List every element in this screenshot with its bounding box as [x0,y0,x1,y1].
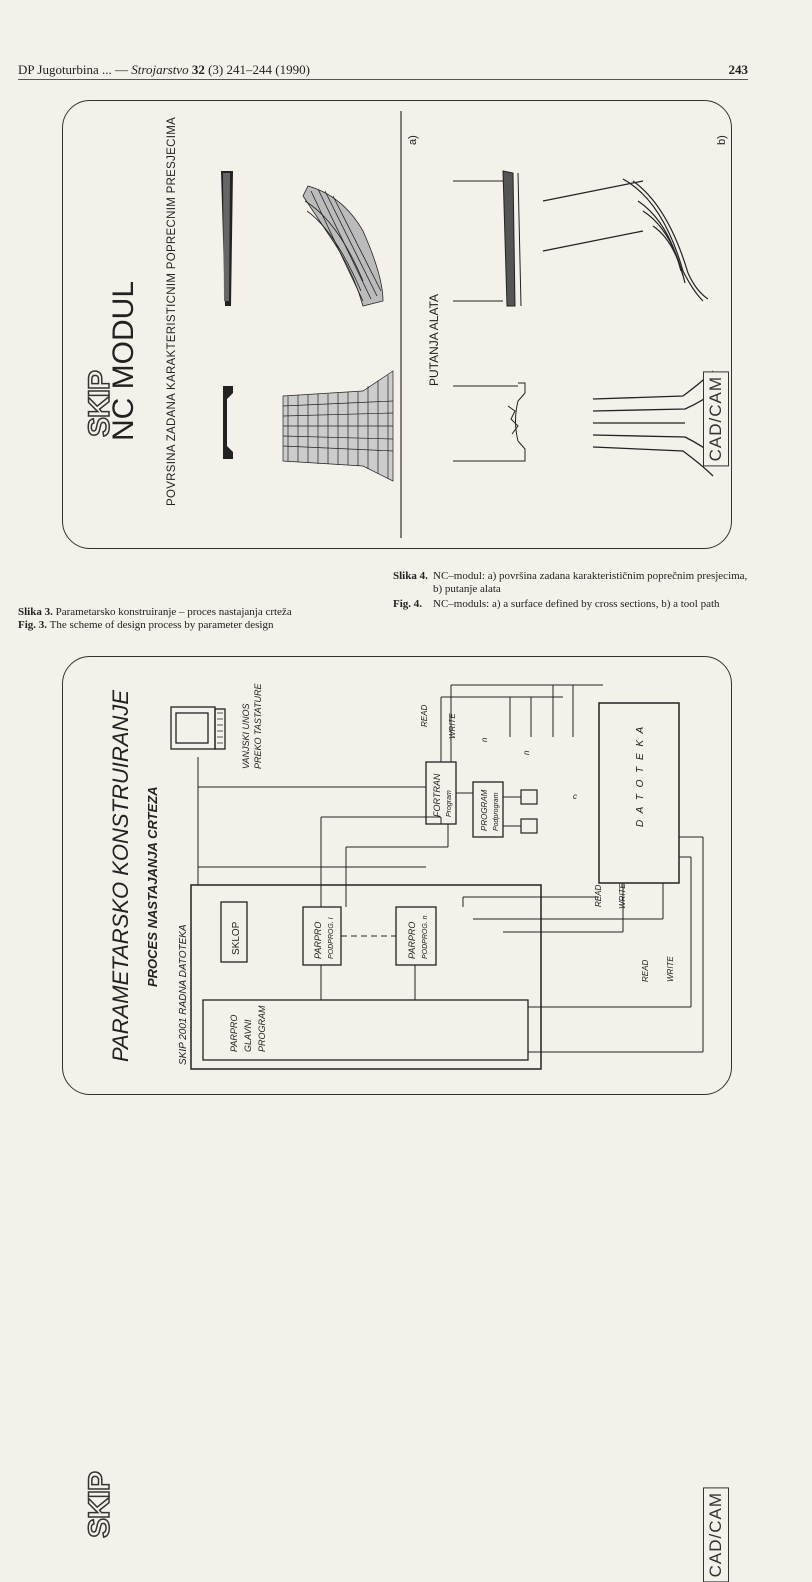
section-b-label: b) [716,135,728,145]
read-label-top: READ [420,705,429,727]
page-number: 243 [728,62,749,77]
datoteka-box [598,702,680,884]
figure-3-caption: Slika 3. Parametarsko konstruiranje – pr… [18,606,368,632]
keyboard-terminal-icon [170,706,226,750]
running-header: DP Jugoturbina ... — Strojarstvo 32 (3) … [18,62,748,82]
surface-mesh-lower [282,370,394,482]
toolpath-strip [453,170,522,307]
parpro-1-line1: PARPRO [313,922,323,959]
running-title: DP Jugoturbina ... — Strojarstvo 32 (3) … [18,62,310,78]
header-rule [18,79,748,80]
n-mark-2: n [522,750,531,755]
fortran-line1: FORTRAN [432,773,442,817]
putanja-alata-title: PUTANJA ALATA [427,294,441,386]
surface-strip-a [221,171,233,306]
caption-4-hr-text: NC–modul: a) površina zadana karakterist… [433,570,748,595]
sklop-label: SKLOP [231,921,242,955]
cad-cam-tab: CAD/CAM [703,371,729,467]
caption-4-en-label: Fig. 4. [393,598,423,610]
workspace-label: SKIP 2001 RADNA DATOTEKA [178,924,189,1065]
keyboard-label-2: PREKO TASTATURE [253,682,263,769]
cross-section-bracket [223,386,233,459]
caption-3-hr-label: Slika 3. [18,606,53,618]
param-subtitle: PROCES NASTAJANJA CRTEZA [145,786,160,987]
caption-3-en-text: The scheme of design process by paramete… [49,619,274,631]
parpro-n-line1: PARPRO [407,922,417,959]
skip-logo: SKIP [82,1471,117,1539]
nc-modul-subtitle: POVRSINA ZADANA KARAKTERISTICNIM POPRECN… [166,117,178,506]
read-label-bottom: READ [641,960,650,982]
program-line1: PROGRAM [480,789,489,831]
main-program-box [202,999,529,1061]
program-box [472,781,504,838]
journal-name: Strojarstvo [131,62,189,77]
toolpath-twisted [542,178,709,302]
nc-modul-title: NC MODUL [107,281,140,441]
c-mark: c [573,792,577,801]
write-label-top: WRITE [448,713,457,739]
cad-cam-tab: CAD/CAM [703,1487,729,1582]
caption-3-croatian: Slika 3. Parametarsko konstruiranje – pr… [18,606,368,619]
figure-3-frame: PARAMETARSKO KONSTRUIRANJE PROCES NASTAJ… [62,656,732,1582]
keyboard-label-1: VANJSKI UNOS [241,703,251,769]
caption-3-english: Fig. 3. The scheme of design process by … [18,619,368,632]
toolpath-section [453,382,526,462]
skip-logo: SKIP [82,370,117,438]
parpro-n-line2: PODPROG. n [422,915,429,959]
section-a-label: a) [407,135,419,145]
figure-4-drawing: NC MODUL POVRSINA ZADANA KARAKTERISTICNI… [107,111,728,538]
fortran-line2: Program [446,790,453,817]
program-line2: Podprogram [493,792,500,831]
parpro-1-line2: PODPROG. I [328,917,335,959]
caption-4-en-text: NC–moduls: a) a surface defined by cross… [433,598,720,610]
caption-4-croatian: Slika 4. NC–modul: a) površina zadana ka… [393,570,753,596]
sklop-box [220,901,248,963]
sub-box-1 [520,789,538,805]
connection-lines [197,684,704,1053]
n-mark-1: n [480,737,489,742]
read-label-mid: READ [594,885,603,907]
workspace-box [190,884,542,1070]
surface-mesh-upper [302,185,384,307]
datoteka-label: D A T O T E K A [635,725,646,827]
figure-4-frame: NC MODUL POVRSINA ZADANA KARAKTERISTICNI… [62,100,732,549]
journal-issue-pages: (3) 241–244 (1990) [208,62,310,77]
main-program-line2: GLAVNI [243,1019,253,1052]
main-program-line3: PROGRAM [257,1005,267,1052]
main-program-line1: PARPRO [229,1015,239,1052]
caption-3-en-label: Fig. 3. [18,619,48,631]
running-authors: DP Jugoturbina ... — [18,62,132,77]
sub-box-2 [520,818,538,834]
caption-4-english: Fig. 4. NC–moduls: a) a surface defined … [393,598,753,611]
caption-4-hr-label: Slika 4. [393,570,428,582]
figure-3-diagram: PARAMETARSKO KONSTRUIRANJE PROCES NASTAJ… [108,682,704,1070]
write-label-bottom: WRITE [666,956,675,982]
param-title: PARAMETARSKO KONSTRUIRANJE [108,690,133,1062]
toolpath-flared [592,370,716,477]
journal-volume: 32 [191,62,205,77]
figure-4-caption: Slika 4. NC–modul: a) površina zadana ka… [393,570,753,613]
caption-3-hr-text: Parametarsko konstruiranje – proces nast… [55,606,292,618]
